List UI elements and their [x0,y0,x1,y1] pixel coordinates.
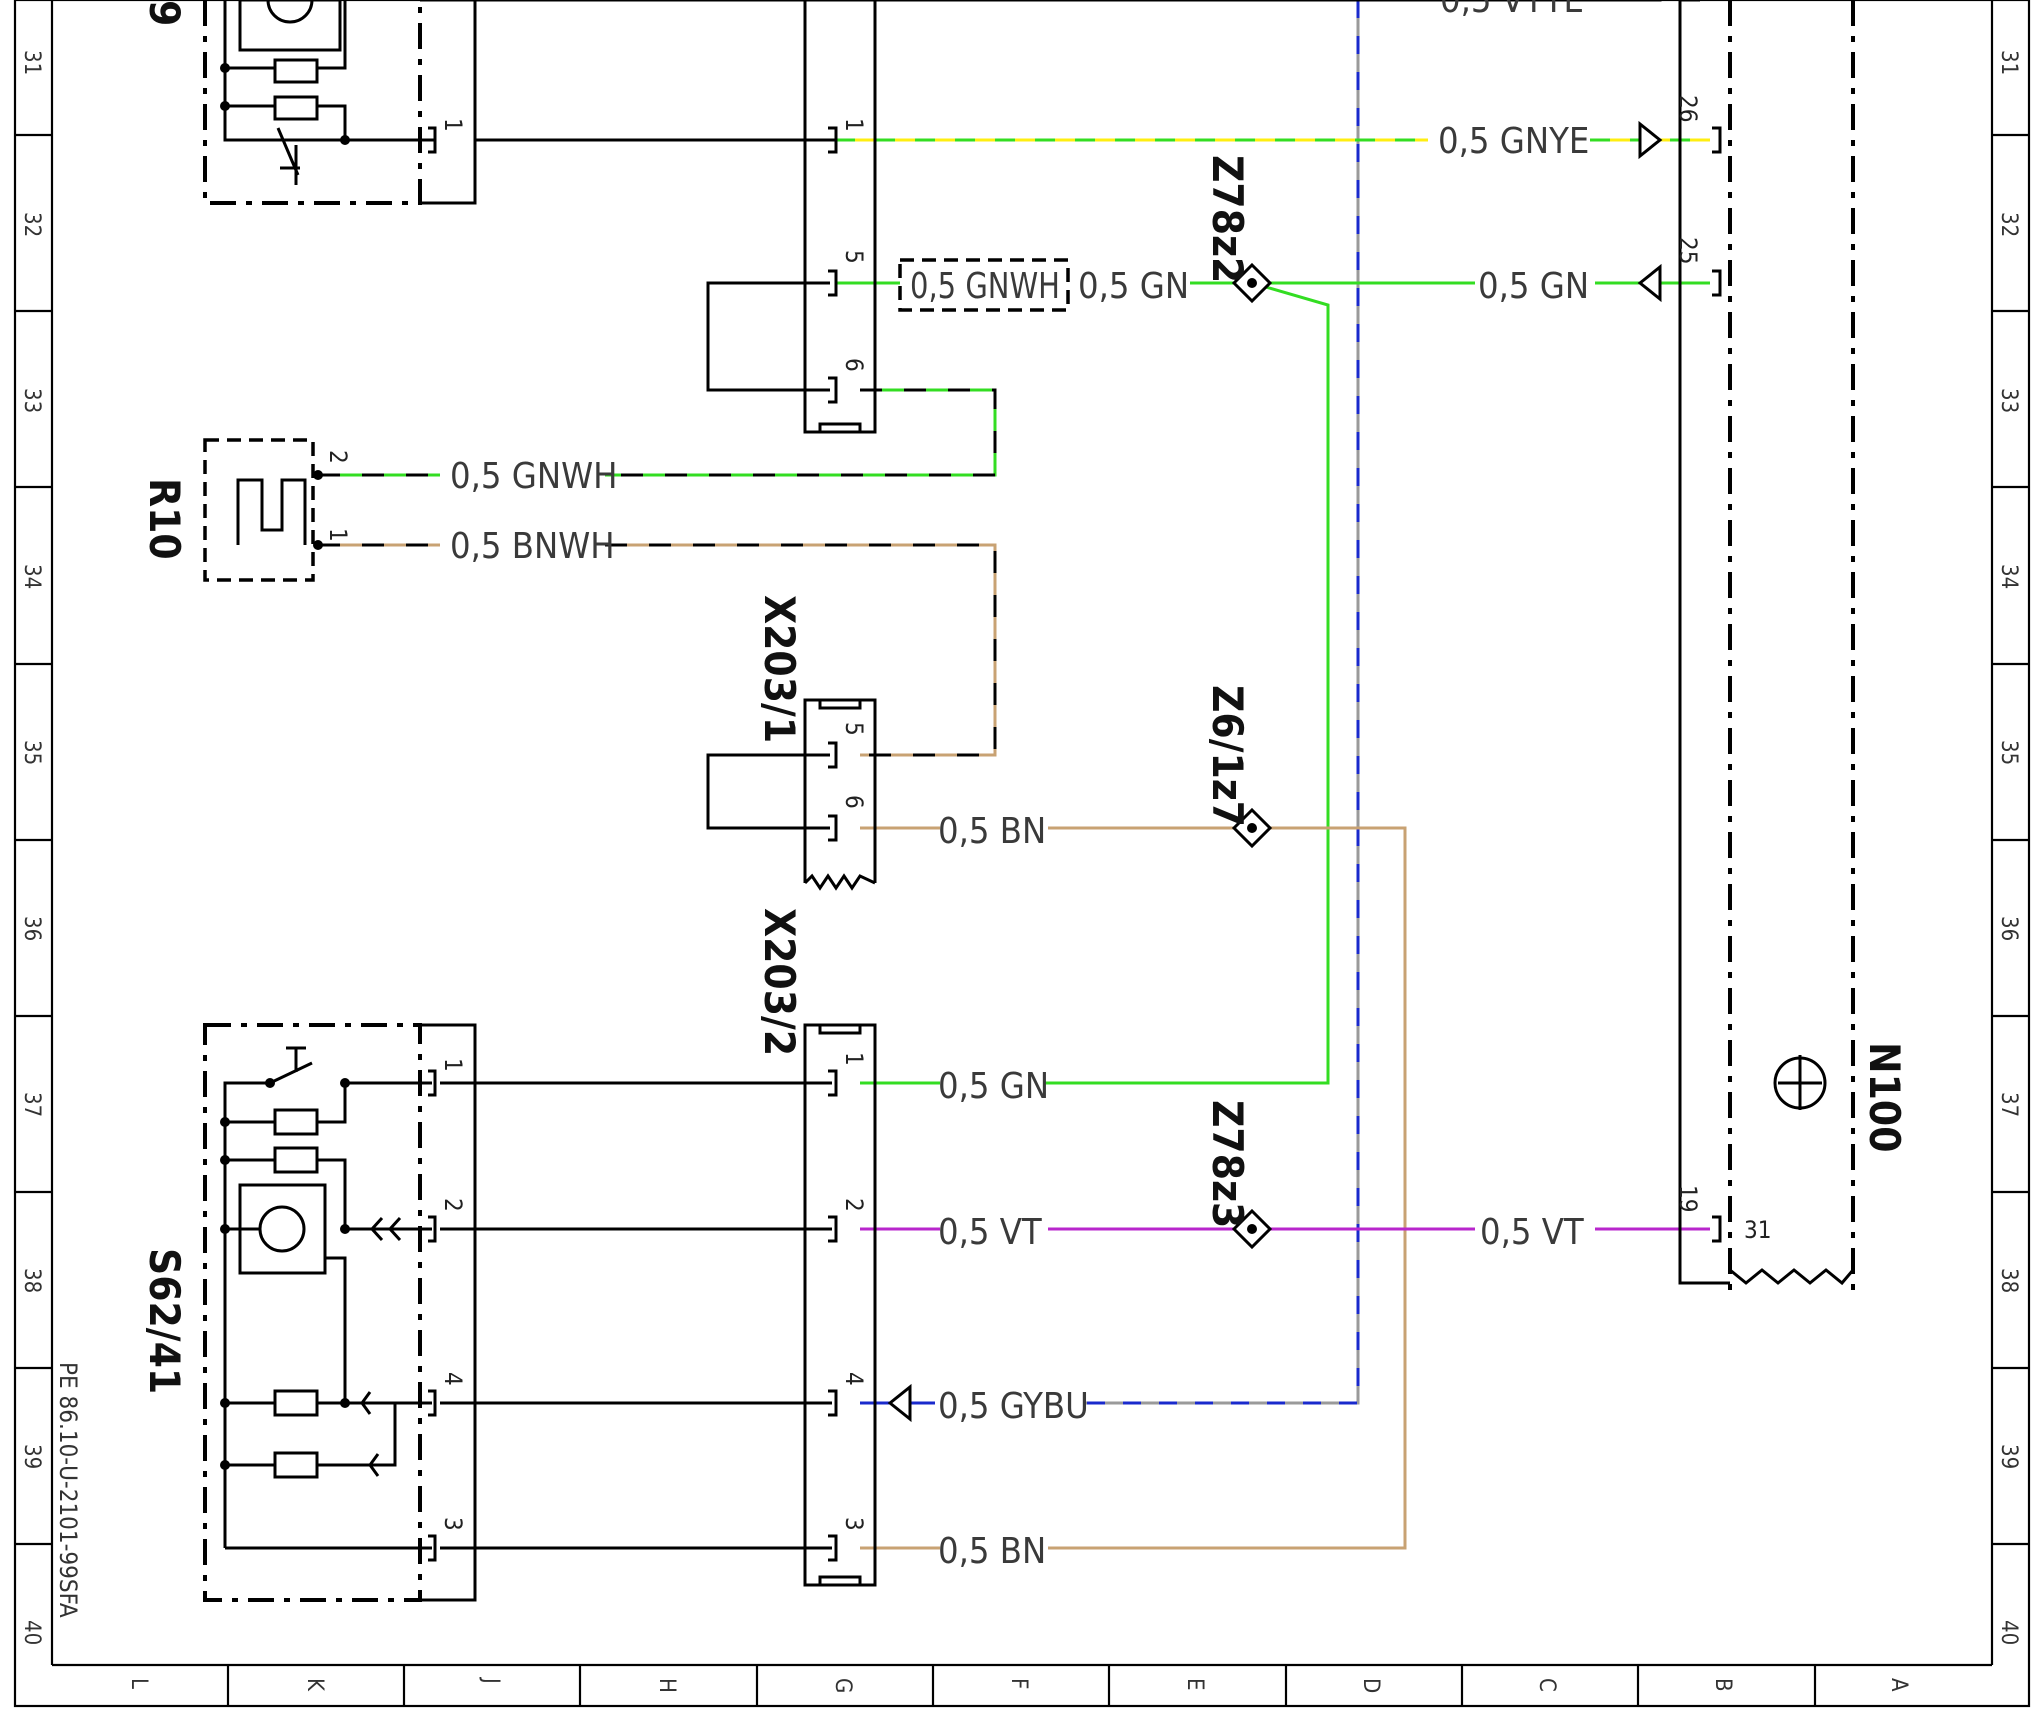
pin-label: 5 [840,722,868,736]
wire-label: 0,5 GNYE [1438,121,1589,162]
row-number: 37 [1996,1092,2021,1117]
row-number: 40 [19,1620,44,1645]
row-number: 37 [19,1092,44,1117]
pin-label: 2 [840,1198,868,1212]
splice-label: Z78z3 [1203,1100,1252,1228]
wire-label: 0,5 BN [938,811,1046,852]
row-number: 33 [19,388,44,413]
wire-label: 0,5 GN [938,1066,1049,1107]
wire-gn-n100[interactable] [1045,281,1710,1085]
wire-label: 0,5 VT [938,1212,1042,1253]
splice-label: Z78z2 [1203,155,1252,283]
x203-2-connector[interactable]: 1 2 4 3 X203/2 [755,908,877,1587]
pin-label: 1 [439,1058,467,1072]
wire-label: 0,5 VTYE [1440,0,1584,21]
pin-label: 3 [840,1517,868,1531]
wire-label: 0,5 GN [1078,266,1189,307]
column-letter: E [1182,1678,1207,1691]
x203-1-connector[interactable]: 5 6 X203/1 [755,595,877,891]
column-letter: C [1534,1678,1559,1692]
row-number: 31 [1996,50,2021,75]
wire-label: 0,5 GN [1478,266,1589,307]
column-letter: B [1710,1678,1735,1692]
s62-41-switch[interactable]: 1 2 4 3 S62/41 [140,1023,477,1602]
row-number: 32 [1996,212,2021,237]
wire-label: 0,5 GYBU [938,1386,1089,1427]
wire-label: 0,5 BNWH [450,526,615,567]
component-label: X203/1 [755,595,804,743]
column-letter: F [1006,1678,1031,1689]
wires-s62-x203[interactable] [440,1081,832,1550]
top-connector[interactable]: 1 5 6 [803,0,877,434]
wire-label: 0,5 BN [938,1531,1046,1572]
pin-label: 3 [439,1517,467,1531]
splice-z78z3[interactable]: Z78z3 [1203,1100,1273,1250]
wire-r10-bnwh[interactable] [318,543,997,757]
column-letter: G [830,1678,855,1693]
wire-loop-top[interactable] [706,281,830,392]
component-label: R10 [140,478,189,560]
column-letter: A [1886,1678,1911,1692]
wire-loop-x203-1[interactable] [706,753,830,830]
row-number: 40 [1996,1620,2021,1645]
pin-label: 5 [840,250,868,264]
row-number: 36 [1996,916,2021,941]
row-number: 35 [1996,740,2021,765]
wire-label: 0,5 VT [1480,1212,1584,1253]
wire-gybu[interactable] [1085,0,1360,1405]
component-label: X203/2 [755,908,804,1056]
top-switch-component[interactable]: 1 9 [140,0,477,205]
n100-module[interactable]: 26 25 19 31 N100 [1674,0,1909,1290]
column-letter: J [478,1676,503,1684]
row-number: 33 [1996,388,2021,413]
pin-label: 1 [840,118,868,132]
pin-label: 6 [840,795,868,809]
row-number: 32 [19,212,44,237]
row-numbers-right: 31 32 33 34 35 36 37 38 39 40 [1996,50,2021,1645]
pin-label: 19 [1674,1185,1702,1212]
component-label: 9 [140,0,189,26]
wire-label: 0,5 GNWH [450,456,617,497]
pin-label: 2 [324,450,352,464]
wire-label: 0,5 GNWH [910,266,1060,307]
component-label: S62/41 [140,1248,189,1394]
pin-label: 31 [1744,1216,1771,1244]
splice-z78z2[interactable]: Z78z2 [1203,155,1273,304]
row-number: 34 [19,564,44,589]
row-number: 36 [19,916,44,941]
pin-label: 1 [324,528,352,542]
component-label: N100 [1860,1042,1909,1153]
splice-label: Z6/1z7 [1203,685,1252,827]
wire-r10-gnwh[interactable] [318,388,997,477]
column-letter: K [302,1678,327,1692]
pin-label: 6 [840,358,868,372]
pin-label: 1 [439,118,467,132]
pin-label: 26 [1674,95,1702,122]
row-number: 39 [1996,1444,2021,1469]
pin-label: 4 [840,1372,868,1386]
pin-label: 25 [1674,237,1702,264]
r10-heater[interactable]: 2 1 R10 [140,438,352,582]
column-letter: H [654,1678,679,1693]
column-letters: L K J H G F E D C B A [126,1676,1911,1693]
row-number: 38 [1996,1268,2021,1293]
pin-label: 2 [439,1198,467,1212]
pin-label: 4 [439,1372,467,1386]
row-number: 31 [19,50,44,75]
row-numbers-left: 31 32 33 34 35 36 37 38 39 40 [19,50,44,1645]
column-letter: L [126,1678,151,1689]
connector-arrows [887,0,1663,1423]
document-id: PE 86.10-U-2101-99SFA [54,1362,82,1618]
diagram-frame [13,0,2031,1708]
pin-label: 1 [840,1052,868,1066]
row-number: 35 [19,740,44,765]
gnwh-inline-box: 0,5 GNWH [898,258,1070,312]
wire-bn[interactable] [860,826,1407,1550]
row-number: 38 [19,1268,44,1293]
row-number: 34 [1996,564,2021,589]
row-number: 39 [19,1444,44,1469]
splice-z6-1z7[interactable]: Z6/1z7 [1203,685,1273,849]
column-letter: D [1358,1678,1383,1693]
